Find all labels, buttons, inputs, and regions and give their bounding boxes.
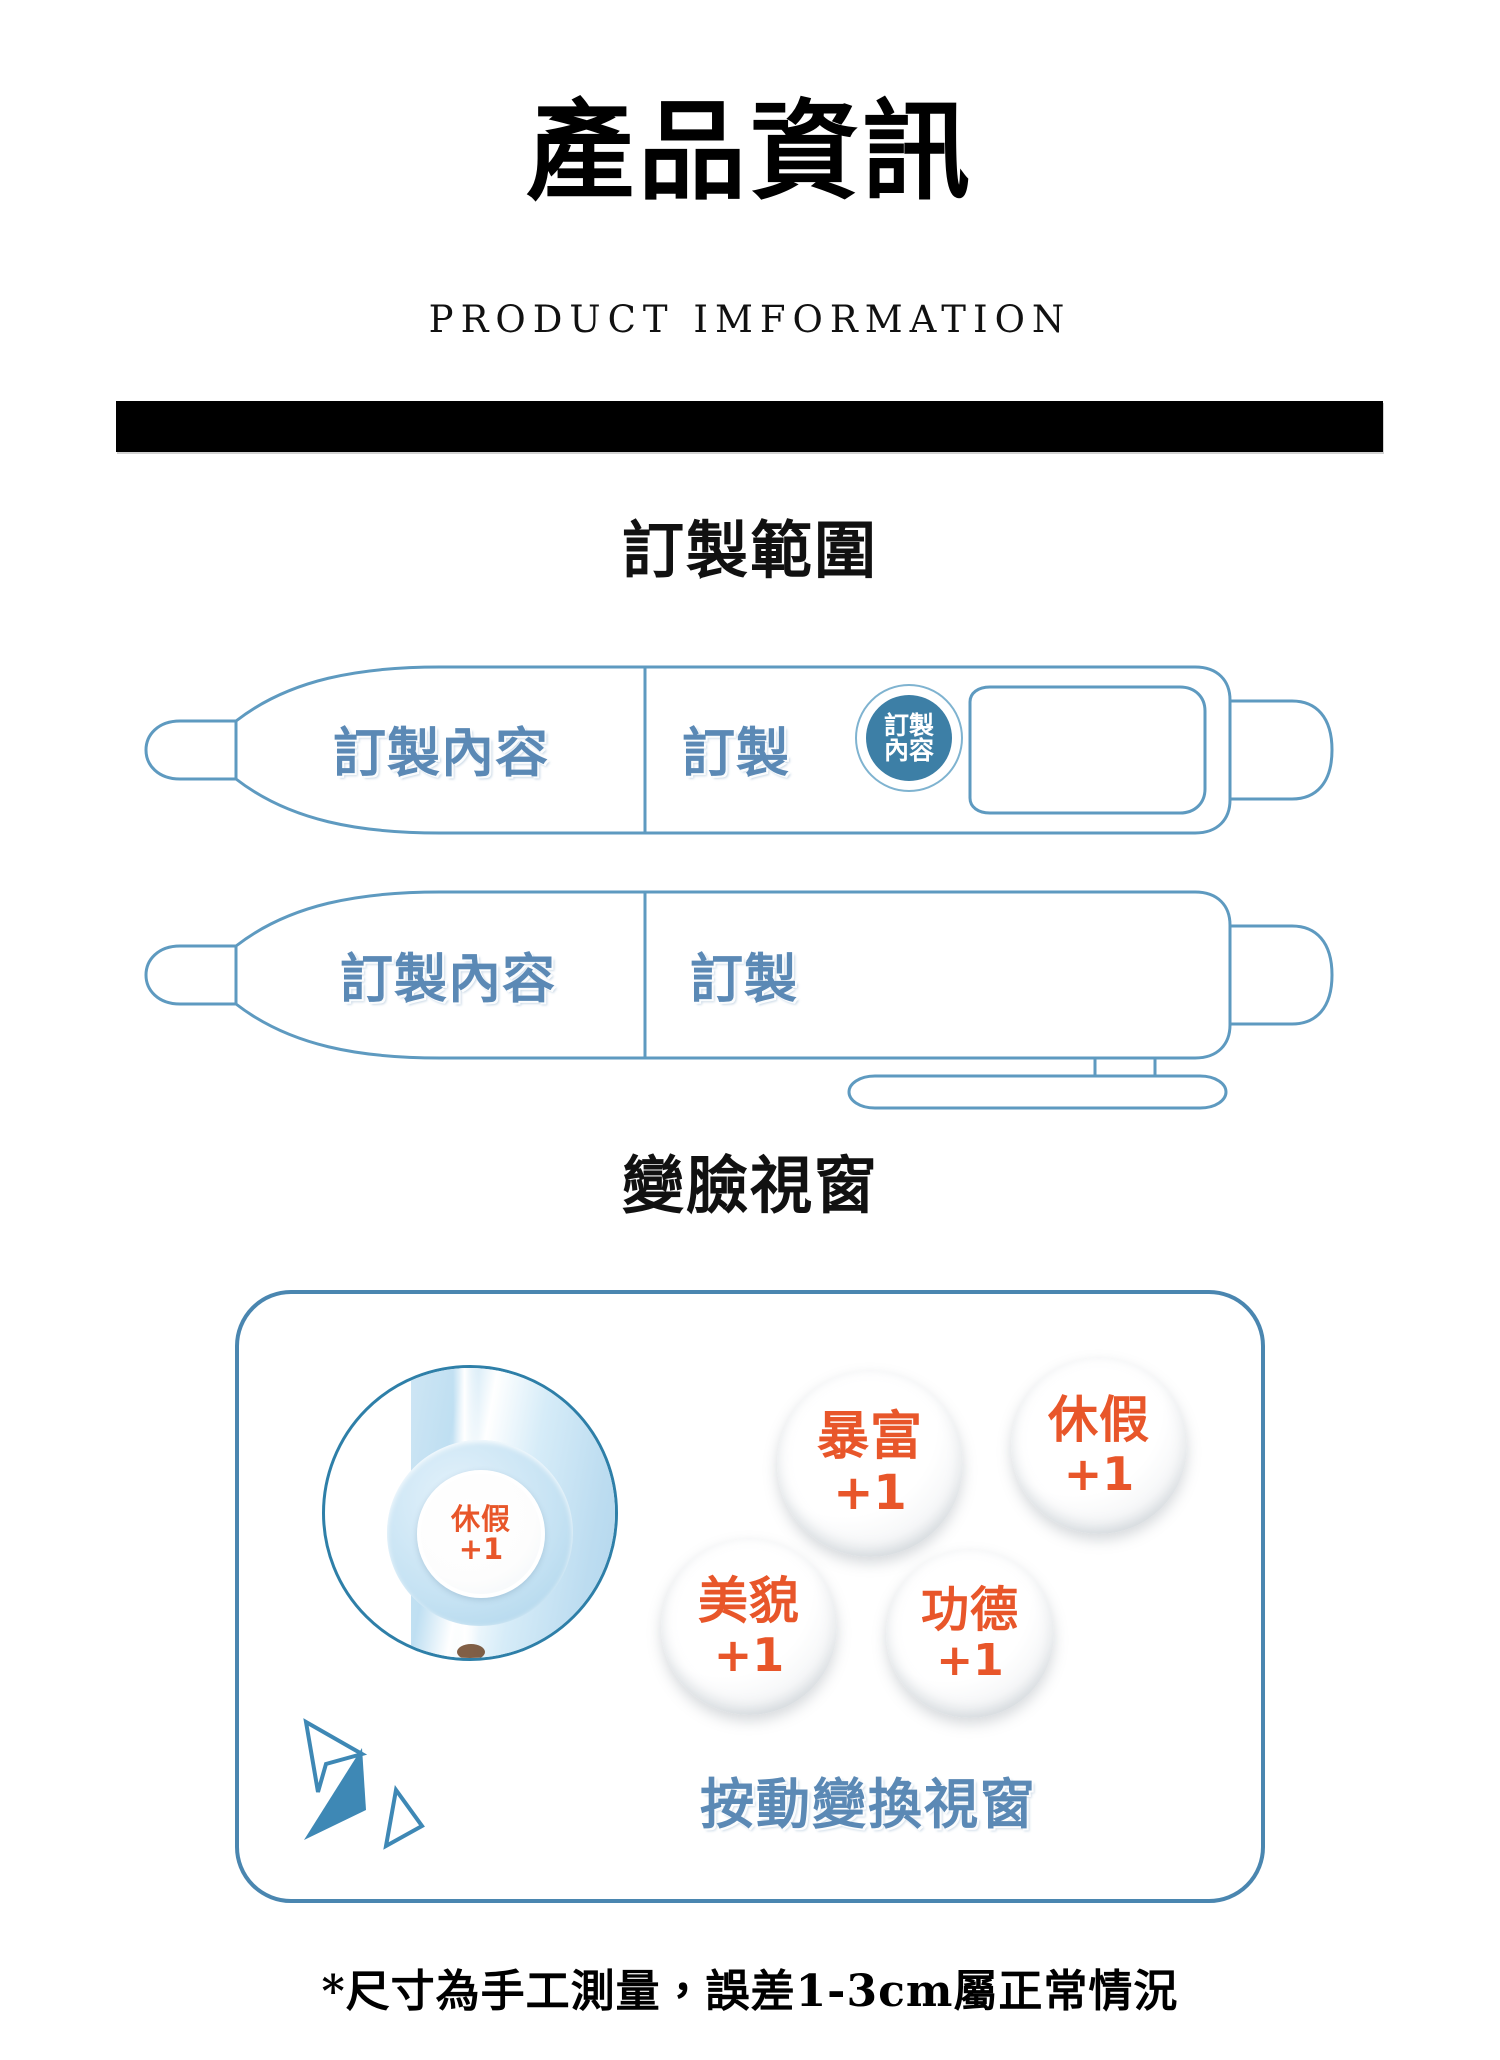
pen1-badge-line1: 訂製 bbox=[883, 710, 934, 740]
product-photo-circle: 休假 +1 bbox=[322, 1365, 618, 1661]
title-divider-bar bbox=[116, 401, 1383, 452]
lens-word: 休假 bbox=[450, 1501, 511, 1536]
bubble-word: 功德 bbox=[920, 1581, 1019, 1638]
pen1-label-custom: 訂製 bbox=[682, 723, 790, 784]
bubble-sticker: 功德 +1 bbox=[886, 1550, 1054, 1718]
face-window-caption: 按動變換視窗 bbox=[700, 1773, 1036, 1836]
product-photo: 休假 +1 bbox=[325, 1368, 615, 1658]
cursor-arrow-filled-icon bbox=[304, 1748, 366, 1840]
page-title: 產品資訊 bbox=[525, 89, 974, 215]
cursor-decoration-group bbox=[300, 1718, 460, 1868]
lens-plus: +1 bbox=[458, 1532, 504, 1566]
cursor-arrow-outline-icon bbox=[303, 1718, 368, 1793]
pen-illustration-2 bbox=[0, 880, 1500, 1110]
pen2-label-custom-content: 訂製內容 bbox=[340, 949, 556, 1010]
pen-outline-svg-2 bbox=[144, 890, 1334, 1110]
bubble-word: 休假 bbox=[1048, 1391, 1150, 1449]
bubble-plus: +1 bbox=[833, 1465, 907, 1521]
bubble-word: 美貌 bbox=[698, 1572, 800, 1630]
bubble-word: 暴富 bbox=[816, 1407, 923, 1467]
section-heading-face-window: 變臉視窗 bbox=[621, 1149, 878, 1222]
bubble-plus: +1 bbox=[936, 1634, 1004, 1686]
bubble-plus: +1 bbox=[713, 1628, 785, 1682]
section-heading-custom-range: 訂製範圍 bbox=[621, 514, 878, 587]
cursor-arrow-small-icon bbox=[383, 1785, 425, 1850]
page-subtitle: PRODUCT IMFORMATION bbox=[428, 298, 1072, 341]
bubble-sticker: 暴富 +1 bbox=[777, 1371, 963, 1557]
pen1-badge: 訂製 內容 bbox=[866, 695, 952, 781]
pen1-badge-line2: 內容 bbox=[883, 736, 934, 765]
footer-measurement-note: *尺寸為手工測量，誤差1-3cm屬正常情況 bbox=[321, 1966, 1179, 2017]
bubble-plus: +1 bbox=[1063, 1447, 1135, 1501]
bubble-sticker: 休假 +1 bbox=[1011, 1358, 1187, 1534]
pen-tip-dot bbox=[457, 1644, 485, 1658]
bubble-sticker: 美貌 +1 bbox=[661, 1539, 837, 1715]
pen2-label-custom: 訂製 bbox=[690, 949, 798, 1010]
cursor-arrows-svg bbox=[303, 1718, 425, 1850]
pen1-label-custom-content: 訂製內容 bbox=[333, 723, 549, 784]
face-window-lens: 休假 +1 bbox=[417, 1470, 545, 1598]
